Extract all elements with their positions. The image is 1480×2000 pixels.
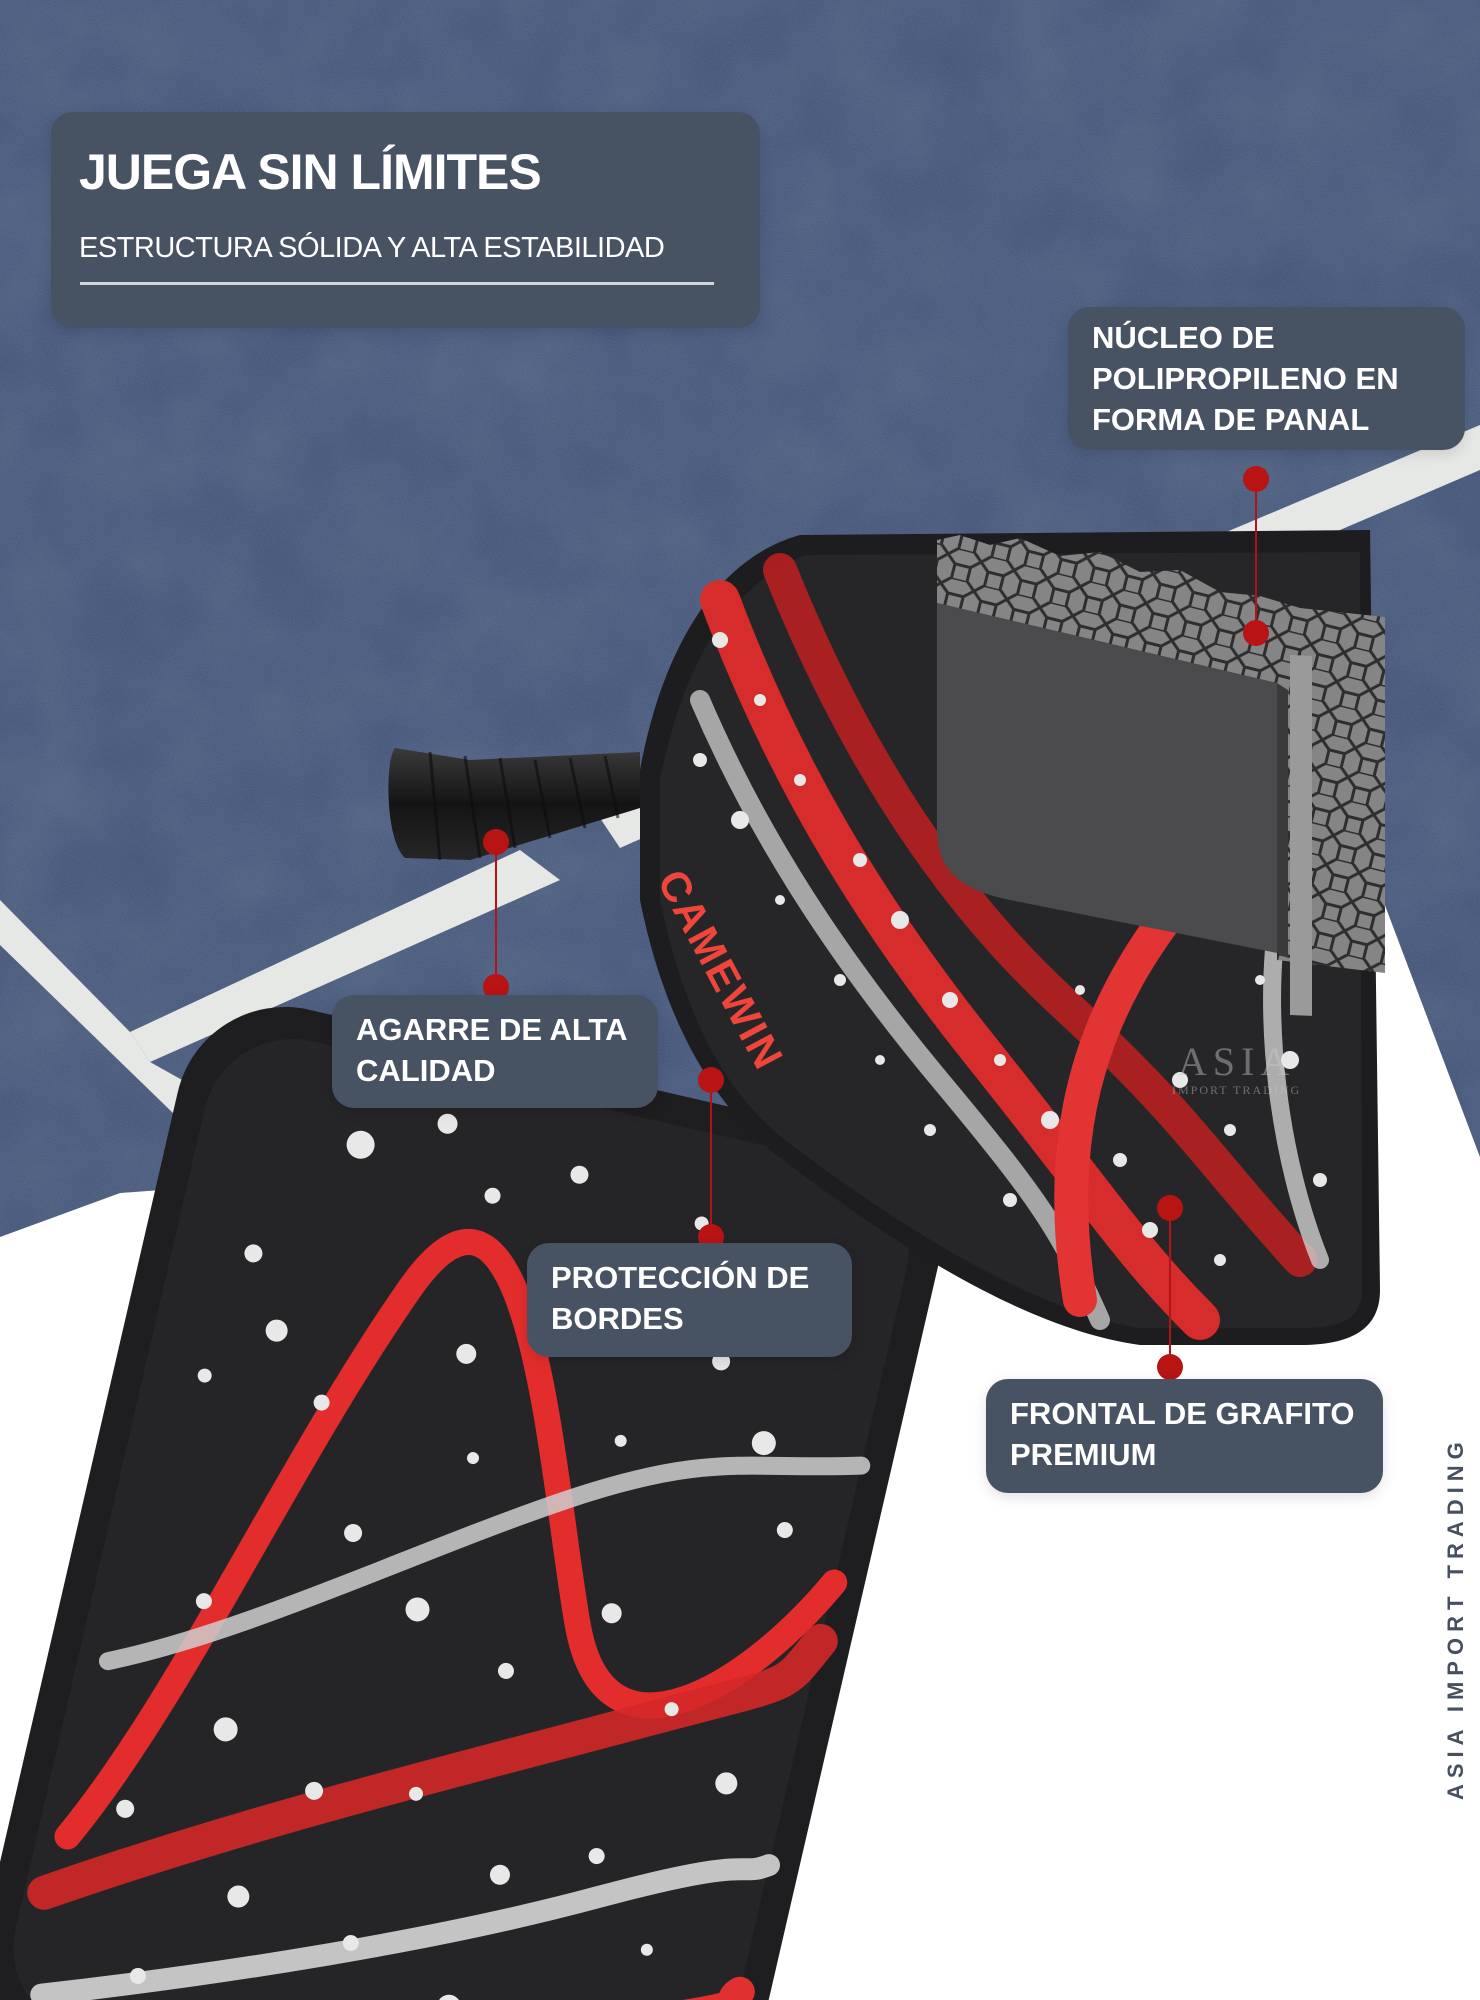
marker-dot <box>698 1067 724 1093</box>
connector-edge <box>710 1080 712 1237</box>
callout-line: CALIDAD <box>356 1053 496 1088</box>
callout-line: BORDES <box>551 1301 684 1336</box>
callout-line: AGARRE DE ALTA <box>356 1012 628 1047</box>
watermark-main: ASIA <box>1177 1039 1296 1084</box>
callout-graphite-face: FRONTAL DE GRAFITO PREMIUM <box>986 1379 1383 1493</box>
callout-grip: AGARRE DE ALTA CALIDAD <box>332 995 658 1108</box>
marker-dot <box>483 829 509 855</box>
paddle-cutaway-view <box>640 530 1385 1345</box>
headline-subtitle: ESTRUCTURA SÓLIDA Y ALTA ESTABILIDAD <box>79 232 665 264</box>
headline-panel: JUEGA SIN LÍMITES ESTRUCTURA SÓLIDA Y AL… <box>51 112 760 328</box>
callout-edge-guard: PROTECCIÓN DE BORDES <box>527 1243 852 1357</box>
headline-divider <box>80 282 714 285</box>
marker-dot <box>1157 1354 1183 1380</box>
callout-honeycomb-core: NÚCLEO DE POLIPROPILENO EN FORMA DE PANA… <box>1068 307 1465 450</box>
callout-line: PROTECCIÓN DE <box>551 1260 810 1295</box>
connector-face <box>1169 1208 1171 1367</box>
marker-dot <box>1243 620 1269 646</box>
callout-line: NÚCLEO DE <box>1092 320 1275 355</box>
watermark-sub: IMPORT TRADING <box>1172 1083 1302 1097</box>
marker-dot <box>1157 1195 1183 1221</box>
paddle-handle <box>388 748 640 861</box>
connector-grip <box>495 842 497 987</box>
callout-line: FRONTAL DE GRAFITO <box>1010 1396 1355 1431</box>
marker-dot <box>1243 466 1269 492</box>
side-brand-label: ASIA IMPORT TRADING <box>1443 1436 1468 1800</box>
callout-line: FORMA DE PANAL <box>1092 402 1370 437</box>
callout-line: PREMIUM <box>1010 1437 1157 1472</box>
headline-title: JUEGA SIN LÍMITES <box>79 144 542 200</box>
honeycomb-core-cutaway <box>937 535 1385 1016</box>
watermark: ASIA IMPORT TRADING <box>1172 1039 1302 1097</box>
callout-line: POLIPROPILENO EN <box>1092 361 1399 396</box>
court-line <box>130 850 560 1062</box>
connector-core <box>1255 479 1257 633</box>
court-line <box>0 900 200 1115</box>
